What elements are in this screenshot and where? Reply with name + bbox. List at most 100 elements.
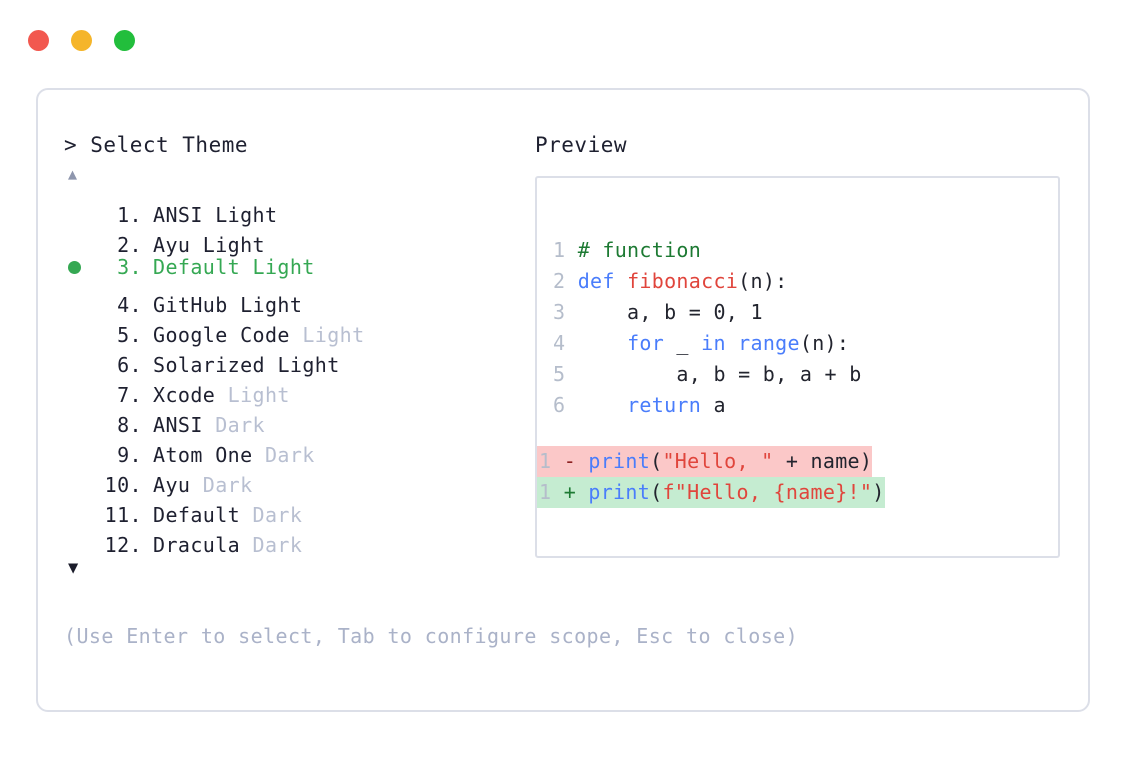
theme-list-item[interactable]: 9.Atom One Dark	[64, 432, 534, 467]
line-number: 5	[553, 362, 566, 386]
theme-item-variant: Light	[215, 203, 278, 227]
code-token-comment: # function	[577, 238, 702, 262]
diff-line-content: 1 - print("Hello, " + name)	[537, 446, 873, 477]
code-token-keyword: print	[588, 480, 651, 504]
scroll-down-icon[interactable]: ▼	[68, 558, 79, 578]
theme-item-index: 5.	[117, 323, 142, 347]
diff-marker: +	[563, 480, 577, 504]
code-token-keyword: def	[577, 269, 628, 293]
theme-item-variant: Dark	[202, 473, 253, 497]
diff-sample: 1 - print("Hello, " + name)1 + print(f"H…	[537, 446, 885, 508]
page-title: > Select Theme	[64, 133, 249, 157]
theme-item-variant: Dark	[252, 503, 303, 527]
line-number: 1	[553, 238, 566, 262]
theme-list-item[interactable]: 8.ANSI Dark	[64, 402, 534, 437]
theme-item-gap	[240, 503, 252, 527]
maximize-window-button[interactable]	[114, 30, 135, 51]
theme-item-variant: Light	[202, 233, 265, 257]
line-number: 1	[539, 480, 552, 504]
selection-bullet-slot	[64, 432, 94, 462]
selected-bullet-icon	[68, 260, 81, 274]
theme-item-name: Google Code	[153, 323, 290, 347]
theme-item-gap	[203, 203, 215, 227]
code-token-plain: (	[650, 449, 663, 473]
theme-item-name: ANSI	[153, 413, 203, 437]
selection-bullet-slot	[64, 372, 94, 402]
code-token-plain: a	[701, 393, 726, 417]
code-token-keyword: range	[738, 331, 800, 355]
keyboard-hint: (Use Enter to select, Tab to configure s…	[64, 624, 799, 648]
line-number: 1	[539, 449, 552, 473]
theme-item-name: Ayu	[153, 473, 191, 497]
theme-item-variant: Light	[227, 383, 290, 407]
theme-item-name: Dracula	[153, 533, 241, 557]
code-token-plain: + name)	[773, 449, 873, 473]
diff-line-content: 1 + print(f"Hello, {name}!")	[537, 477, 885, 508]
code-token-keyword: print	[588, 449, 651, 473]
theme-item-name: GitHub	[153, 293, 228, 317]
theme-item-variant: Dark	[252, 533, 303, 557]
selection-bullet-slot	[64, 402, 94, 432]
code-token-plain: a, b = b, a + b	[577, 362, 862, 386]
code-token-plain	[578, 393, 627, 417]
theme-list-item[interactable]: 11. Default Dark	[64, 492, 534, 527]
theme-list-item[interactable]: 3.Default Light	[64, 252, 534, 282]
close-window-button[interactable]	[28, 30, 49, 51]
theme-item-gap	[190, 233, 202, 257]
diff-gap	[576, 449, 588, 473]
code-line: 3 a, b = 0, 1	[553, 297, 862, 328]
selection-bullet-slot	[64, 462, 94, 492]
diff-marker: -	[563, 449, 577, 473]
theme-item-index: 12.	[104, 533, 142, 557]
theme-list-item[interactable]: 2.Ayu Light	[64, 222, 534, 257]
theme-list-item[interactable]: 5. Google Code Light	[64, 312, 534, 347]
diff-gap	[551, 480, 563, 504]
selection-bullet-slot	[64, 522, 94, 552]
theme-item-index: 4.	[117, 293, 142, 317]
theme-list-item[interactable]: 1. ANSI Light	[64, 192, 534, 227]
code-token-plain: a, b = 0, 1	[577, 300, 763, 324]
selection-bullet-slot	[64, 252, 94, 282]
minimize-window-button[interactable]	[71, 30, 92, 51]
theme-item-name: Default	[153, 503, 241, 527]
theme-item-index: 11.	[104, 503, 142, 527]
code-token-keyword: return	[627, 393, 702, 417]
code-token-plain: (	[650, 480, 663, 504]
theme-item-gap	[265, 353, 277, 377]
theme-item-name: ANSI	[153, 203, 203, 227]
code-token-string: f"Hello, {name}!"	[662, 480, 873, 504]
theme-item-variant: Light	[240, 293, 303, 317]
code-token-keyword: for	[627, 331, 665, 355]
code-token-string: "Hello, "	[662, 449, 774, 473]
line-number-gap	[565, 300, 577, 324]
line-number-gap	[565, 238, 577, 262]
theme-item-index: 7.	[117, 383, 142, 407]
theme-item-gap	[215, 383, 227, 407]
theme-item-variant: Light	[252, 254, 315, 279]
theme-item-variant: Light	[302, 323, 365, 347]
selection-bullet-slot	[64, 342, 94, 372]
code-token-func: fibonacci	[627, 269, 739, 293]
selection-bullet-slot	[64, 282, 94, 312]
theme-item-name: Xcode	[153, 383, 216, 407]
theme-item-gap	[203, 413, 215, 437]
theme-list-item[interactable]: 6.Solarized Light	[64, 342, 534, 377]
theme-item-gap	[190, 473, 202, 497]
theme-list-item[interactable]: 10. Ayu Dark	[64, 462, 534, 497]
line-number: 4	[553, 331, 566, 355]
selection-bullet-slot	[64, 312, 94, 342]
theme-item-gap	[228, 293, 240, 317]
code-line: 4 for _ in range(n):	[553, 328, 862, 359]
code-line: 5 a, b = b, a + b	[553, 359, 862, 390]
scroll-up-icon[interactable]: ▲	[68, 165, 78, 183]
theme-item-name: Ayu	[153, 233, 191, 257]
theme-list-item[interactable]: 4. GitHub Light	[64, 282, 534, 317]
theme-item-index: 1.	[117, 203, 142, 227]
theme-list-item[interactable]: 12. Dracula Dark	[64, 522, 534, 557]
theme-item-index: 10.	[104, 473, 142, 497]
preview-label: Preview	[535, 133, 628, 157]
theme-list-item[interactable]: 7. Xcode Light	[64, 372, 534, 407]
theme-item-gap	[290, 323, 302, 347]
